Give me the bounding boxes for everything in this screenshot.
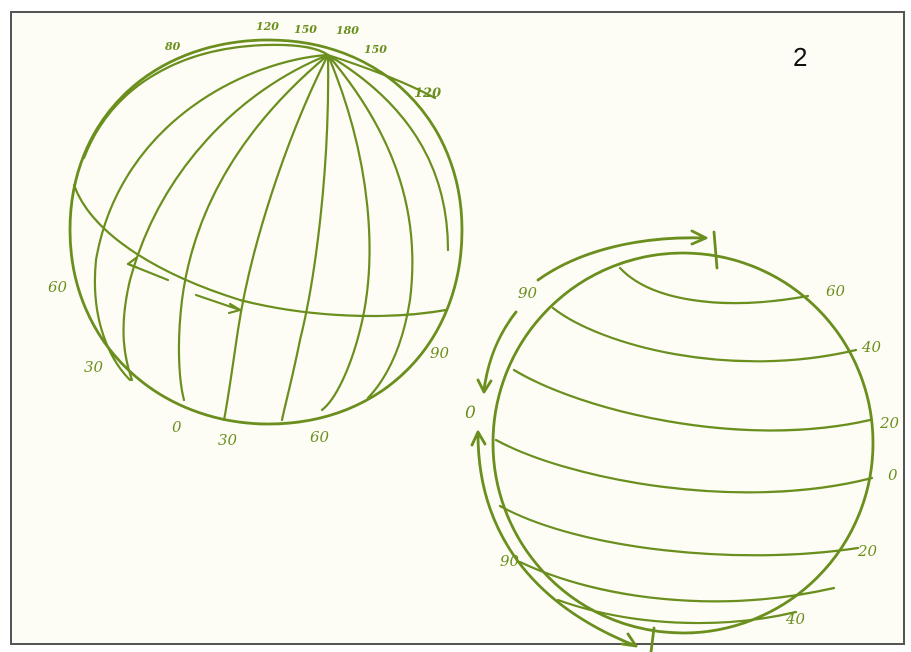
left-label-top-80: 80 <box>165 40 181 53</box>
right-label-20-top: 20 <box>879 414 900 432</box>
frame-border <box>11 12 904 644</box>
left-label-bottom-0: 0 <box>172 418 182 436</box>
left-label-bottom-60: 60 <box>310 428 330 446</box>
right-label-left-0: 0 <box>465 403 476 423</box>
left-label-top-120: 120 <box>256 20 279 33</box>
left-label-top-150b: 150 <box>364 43 387 56</box>
left-label-top-120b: 120 <box>414 86 441 101</box>
left-label-60: 60 <box>48 278 68 296</box>
left-label-bottom-30: 30 <box>218 431 238 449</box>
page-number: 2 <box>793 42 807 72</box>
left-label-right-90: 90 <box>430 344 450 362</box>
right-label-40-bottom: 40 <box>785 610 806 628</box>
right-label-20-bottom: 20 <box>857 542 878 560</box>
right-label-40-top: 40 <box>861 338 882 356</box>
right-label-0: 0 <box>888 466 898 484</box>
left-label-30: 30 <box>84 358 104 376</box>
right-label-60: 60 <box>826 282 846 300</box>
right-label-left-90-top: 90 <box>518 284 538 302</box>
left-label-top-180: 180 <box>336 24 359 37</box>
right-label-left-90-bottom: 90 <box>500 552 520 570</box>
left-label-top-150: 150 <box>294 23 317 36</box>
